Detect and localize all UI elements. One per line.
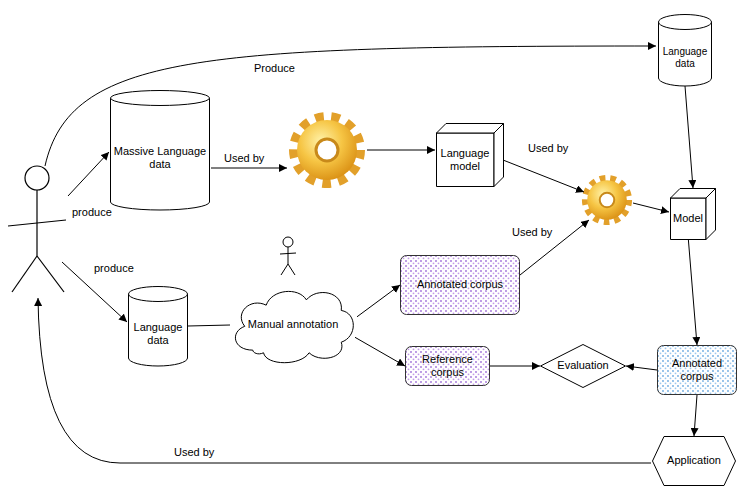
node-label: Application xyxy=(667,454,721,467)
text-area: Massive Language data xyxy=(113,112,207,204)
node-label: Massive Language data xyxy=(113,145,207,171)
cloud-outline xyxy=(235,291,353,362)
box-outline xyxy=(406,347,490,386)
text-area: Evaluation xyxy=(557,348,609,384)
flow-label: Used by xyxy=(526,142,570,155)
text-area: Annotated corpus xyxy=(661,349,733,391)
decision-diamond: Evaluation xyxy=(540,344,626,388)
flow-line xyxy=(38,46,669,463)
flow-label: Produce xyxy=(252,62,297,75)
gear-icon xyxy=(587,180,628,221)
connector-arrow xyxy=(626,366,657,370)
connector-arrow xyxy=(357,285,400,317)
flow-label: Used by xyxy=(222,152,266,165)
database-cylinder: Language data xyxy=(128,286,188,366)
cylinder-top xyxy=(111,91,210,106)
connector-arrow xyxy=(685,86,693,188)
cylinder-body xyxy=(129,294,188,366)
text-area: Reference corpus xyxy=(409,350,486,382)
annotator-figure xyxy=(280,237,296,275)
text-area: Model xyxy=(672,200,704,238)
cylinder-body xyxy=(659,22,712,86)
corpus-box: Annotated corpus xyxy=(657,345,737,395)
model-cube: Model xyxy=(670,188,716,240)
node-label: Language data xyxy=(661,46,709,70)
text-area: Language data xyxy=(131,308,185,360)
person-figure xyxy=(8,166,66,292)
box-outline xyxy=(401,256,520,315)
text-area: Manual annotation xyxy=(242,298,344,352)
flow-label: produce xyxy=(70,206,114,219)
connector-arrow xyxy=(490,366,540,367)
text-area: Annotated corpus xyxy=(404,259,516,311)
hexagon-outline xyxy=(653,437,736,486)
model-cube: Language model xyxy=(436,123,504,187)
node-label: Evaluation xyxy=(557,359,608,372)
text-area: Language model xyxy=(438,135,492,185)
box-outline xyxy=(658,346,737,395)
cube-side xyxy=(706,189,716,240)
cylinder-top xyxy=(129,287,188,302)
connector-arrow xyxy=(355,337,405,366)
cylinder-top xyxy=(659,15,712,30)
node-label: Annotated corpus xyxy=(661,357,733,383)
corpus-box: Reference corpus xyxy=(405,346,490,386)
cube-top xyxy=(437,124,504,134)
flow-label: Used by xyxy=(172,446,216,459)
flow-label: produce xyxy=(92,262,136,275)
database-cylinder: Language data xyxy=(658,14,712,86)
cube-side xyxy=(494,124,504,187)
node-label: Reference corpus xyxy=(409,353,486,379)
corpus-box: Annotated corpus xyxy=(400,255,520,315)
connector-arrow xyxy=(188,325,230,326)
flow-label: Used by xyxy=(510,226,554,239)
process-cloud: Manual annotation xyxy=(226,284,360,366)
gear-icon xyxy=(296,119,358,181)
text-area: Application xyxy=(666,440,722,482)
cube-front xyxy=(437,133,495,187)
connector-arrow xyxy=(688,240,697,345)
application-hexagon: Application xyxy=(652,436,736,486)
connector-arrow xyxy=(694,395,697,436)
cube-front xyxy=(671,198,707,240)
node-label: Model xyxy=(673,212,703,225)
node-label: Language data xyxy=(131,321,185,347)
diamond-outline xyxy=(541,345,626,388)
node-label: Annotated corpus xyxy=(417,278,503,291)
node-label: Manual annotation xyxy=(248,318,339,331)
cylinder-body xyxy=(111,98,210,210)
node-label: Language model xyxy=(438,147,492,173)
database-cylinder: Massive Language data xyxy=(110,90,210,210)
text-area: Language data xyxy=(661,36,709,80)
